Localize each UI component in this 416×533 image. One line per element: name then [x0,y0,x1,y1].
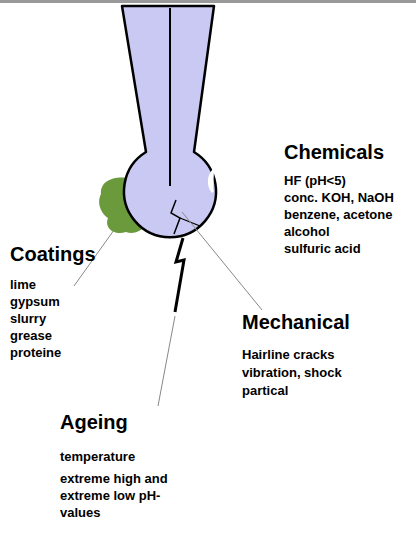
cause-item: sulfuric acid [284,240,361,257]
group-heading: Mechanical [242,310,350,334]
leader-line [182,212,262,310]
cause-item: partical [242,382,288,399]
top-band [0,0,416,3]
cause-item: proteine [10,344,61,361]
cause-item: benzene, acetone [284,206,392,223]
cause-item: slurry [10,310,46,327]
cause-item: alcohol [284,223,330,240]
cause-item: vibration, shock [242,364,342,381]
group-heading: Coatings [10,242,96,266]
group-heading: Chemicals [284,140,384,164]
cause-item: grease [10,327,52,344]
glass-electrode [122,6,216,237]
cause-item: HF (pH<5) [284,172,346,189]
inner-lead [169,8,171,186]
cause-item: temperature [60,448,135,465]
cause-item: gypsum [10,293,60,310]
cause-item: Hairline cracks [242,346,335,363]
leader-line [158,316,175,406]
hairline-crack [171,200,180,234]
chemical-etch [209,170,214,192]
cause-item: lime [10,276,36,293]
breakage-crack [175,238,184,312]
group-heading: Ageing [60,410,128,434]
cause-item: conc. KOH, NaOH [284,189,394,206]
cause-item: extreme high and extreme low pH-values [60,470,178,521]
